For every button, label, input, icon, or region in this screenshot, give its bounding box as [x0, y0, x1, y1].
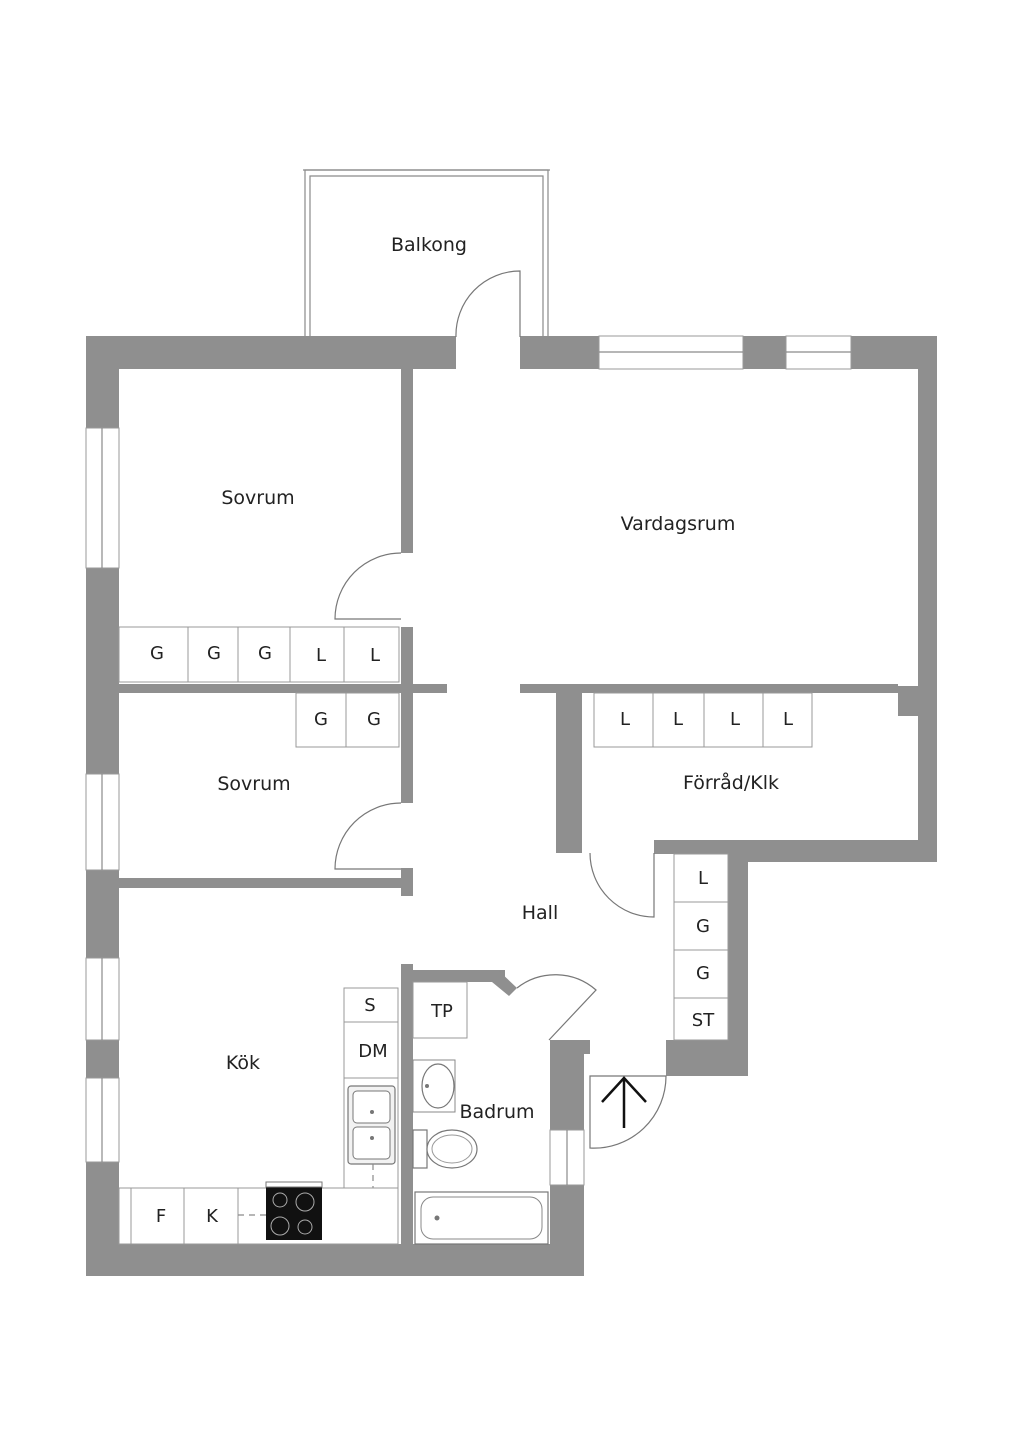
- wardrobe-label: G: [258, 643, 272, 664]
- shelf-label: L: [620, 709, 630, 730]
- bathroom-fixtures: TP: [412, 981, 549, 1245]
- closet-label: L: [698, 868, 708, 889]
- bathtub-icon: [414, 1191, 549, 1245]
- shelf-label: L: [730, 709, 740, 730]
- forrad-shelves: L L L L: [593, 692, 813, 748]
- shelf-label: L: [783, 709, 793, 730]
- interior-walls: [119, 369, 898, 1244]
- hall-closets: L G G ST: [673, 853, 729, 1041]
- shelf-label: L: [673, 709, 683, 730]
- kitchen-f-label: F: [156, 1206, 166, 1227]
- closet-label: ST: [692, 1010, 715, 1031]
- room-label-badrum: Badrum: [459, 1101, 534, 1123]
- closet-label: G: [696, 963, 710, 984]
- room-label-forrad: Förråd/Klk: [683, 771, 779, 794]
- wardrobe-label: G: [314, 709, 328, 730]
- sovrum-1-wardrobes: G G G L L: [118, 626, 400, 683]
- kitchen-dm-label: DM: [358, 1041, 387, 1062]
- room-labels: Balkong Sovrum Vardagsrum Sovrum Förråd/…: [217, 234, 779, 1123]
- wardrobe-label: L: [316, 645, 326, 666]
- wardrobe-label: G: [207, 643, 221, 664]
- room-label-balkong: Balkong: [391, 234, 467, 256]
- wardrobe-label: G: [150, 643, 164, 664]
- doors: [334, 270, 667, 1149]
- windows: [85, 335, 852, 1186]
- tp-label: TP: [430, 1001, 453, 1022]
- room-label-vardagsrum: Vardagsrum: [621, 513, 736, 535]
- exterior-walls: [86, 336, 937, 1276]
- sink-icon: [347, 1085, 396, 1165]
- balcony: [303, 169, 550, 337]
- room-label-sovrum-2: Sovrum: [217, 773, 290, 795]
- room-label-kok: Kök: [226, 1052, 260, 1074]
- sovrum-2-wardrobes: G G: [295, 692, 400, 748]
- kitchen-k-label: K: [206, 1206, 219, 1227]
- wardrobe-label: L: [370, 645, 380, 666]
- wardrobe-label: G: [367, 709, 381, 730]
- washbasin-icon: [412, 1059, 456, 1113]
- stove-icon: [265, 1181, 323, 1240]
- room-label-hall: Hall: [522, 902, 559, 924]
- kitchen-s-label: S: [364, 995, 375, 1016]
- room-label-sovrum-1: Sovrum: [221, 487, 294, 509]
- toilet-icon: [412, 1129, 478, 1169]
- entrance-arrow-icon: [601, 1076, 647, 1128]
- kitchen-fixtures: S DM F K: [118, 987, 399, 1245]
- closet-label: G: [696, 916, 710, 937]
